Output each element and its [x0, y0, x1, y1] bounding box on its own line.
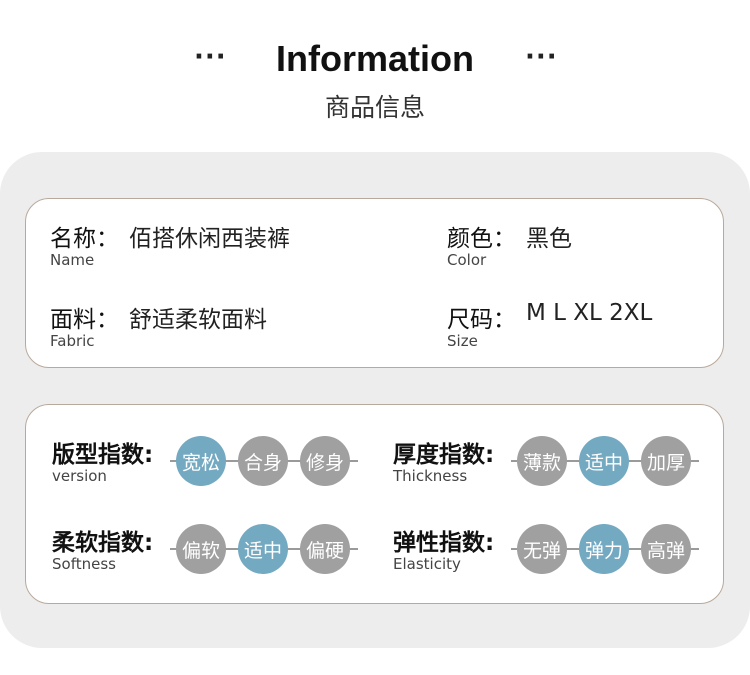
index-option: 薄款: [517, 436, 567, 486]
dots-left: ···: [194, 42, 227, 72]
size-en: Size: [447, 332, 478, 350]
fabric-en: Fabric: [50, 332, 95, 350]
dots-right: ···: [525, 42, 558, 72]
index-version: 版型指数: version 宽松合身修身: [52, 436, 382, 497]
index-softness: 柔软指数: Softness 偏软适中偏硬: [52, 524, 382, 585]
color-value: 黑色: [526, 226, 572, 252]
size-label: 尺码：: [447, 307, 516, 333]
index-option-selected: 宽松: [176, 436, 226, 486]
fabric-label: 面料：: [50, 307, 119, 333]
page-subtitle: 商品信息: [324, 93, 425, 122]
index-option-selected: 适中: [238, 524, 288, 574]
index-option-selected: 弹力: [579, 524, 629, 574]
index-en: Elasticity: [393, 555, 461, 573]
index-option: 偏软: [176, 524, 226, 574]
index-option: 修身: [300, 436, 350, 486]
color-label: 颜色：: [447, 226, 516, 252]
indices-card: 版型指数: version 宽松合身修身厚度指数: Thickness 薄款适中…: [25, 404, 724, 604]
index-option: 无弹: [517, 524, 567, 574]
index-option: 偏硬: [300, 524, 350, 574]
page-title: Information: [276, 38, 474, 79]
product-info-card: 名称： 佰搭休闲西装裤 Name 颜色： 黑色 Color 面料： 舒适柔软面料…: [25, 198, 724, 368]
name-label: 名称：: [50, 226, 119, 252]
fabric-value: 舒适柔软面料: [129, 307, 267, 333]
name-en: Name: [50, 251, 95, 269]
index-en: version: [52, 467, 107, 485]
index-en: Softness: [52, 555, 116, 573]
name-value: 佰搭休闲西装裤: [129, 226, 290, 252]
index-option: 加厚: [641, 436, 691, 486]
color-en: Color: [447, 251, 487, 269]
size-value: M L XL 2XL: [526, 300, 653, 326]
index-option-selected: 适中: [579, 436, 629, 486]
index-elasticity: 弹性指数: Elasticity 无弹弹力高弹: [393, 524, 723, 585]
index-thickness: 厚度指数: Thickness 薄款适中加厚: [393, 436, 723, 497]
index-label: 版型指数:: [52, 442, 154, 468]
index-label: 弹性指数:: [393, 530, 495, 556]
index-en: Thickness: [393, 467, 468, 485]
index-option: 合身: [238, 436, 288, 486]
index-label: 厚度指数:: [393, 442, 495, 468]
index-label: 柔软指数:: [52, 530, 154, 556]
index-option: 高弹: [641, 524, 691, 574]
